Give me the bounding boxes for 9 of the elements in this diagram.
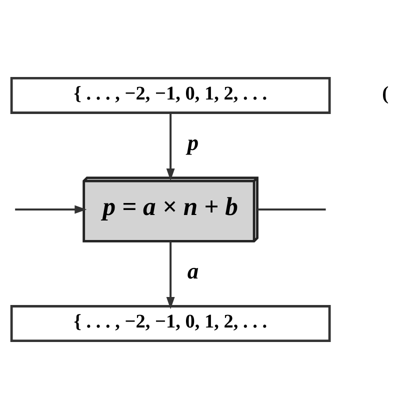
node-box: { . . . , −2, −1, 0, 1, 2, . . .: [10, 77, 331, 114]
edge-label: a: [187, 258, 199, 284]
label: (: [382, 84, 389, 105]
edge-label: p: [187, 130, 199, 155]
node-box: { . . . , −2, −1, 0, 1, 2, . . .: [10, 305, 331, 342]
arrow: [166, 112, 175, 181]
arrow: [15, 205, 87, 214]
connector: [258, 208, 326, 210]
arrow: [166, 241, 175, 310]
